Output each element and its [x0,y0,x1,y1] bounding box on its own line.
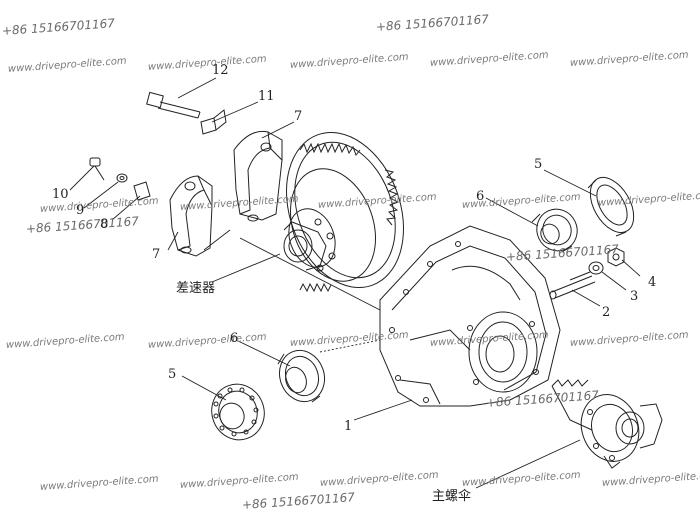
callout-7-top: 7 [294,109,303,124]
callout-6-bottom: 6 [230,331,239,346]
bearing-6-top-drawing [531,208,578,253]
label-differential: 差速器 [176,281,216,296]
leader-lines [69,77,641,489]
small-parts-8-9-10-drawing [89,157,151,201]
callout-5-top: 5 [534,157,543,172]
differential-ring-gear-drawing [283,132,404,293]
callout-2: 2 [602,305,611,320]
bearing-cap-7-left-drawing [169,175,213,257]
callout-5-bottom: 5 [168,367,177,382]
callout-9: 9 [76,203,85,218]
carrier-housing-1-drawing [379,225,561,407]
callout-4: 4 [648,275,657,290]
bearing-6-bottom-drawing [277,349,326,403]
callout-7-left: 7 [152,247,161,262]
label-main-bevel-gear: 主螺伞 [432,489,472,504]
stud-2-drawing [549,271,596,300]
lock-plate-11-drawing [200,109,227,135]
main-bevel-pinion-drawing [551,379,663,469]
callout-11: 11 [258,89,275,104]
callout-6-top: 6 [476,189,485,204]
callout-8: 8 [100,217,109,232]
bearing-cap-7-top-drawing [233,130,283,222]
washer-3-drawing [588,261,604,275]
callout-10: 10 [52,187,69,202]
callout-3: 3 [630,289,639,304]
bolt-12-drawing [146,91,201,119]
callout-12: 12 [212,63,229,78]
callout-1: 1 [344,419,353,434]
bearing-5-bottom-drawing [211,383,265,441]
bearing-cup-5-top-drawing [587,177,635,237]
